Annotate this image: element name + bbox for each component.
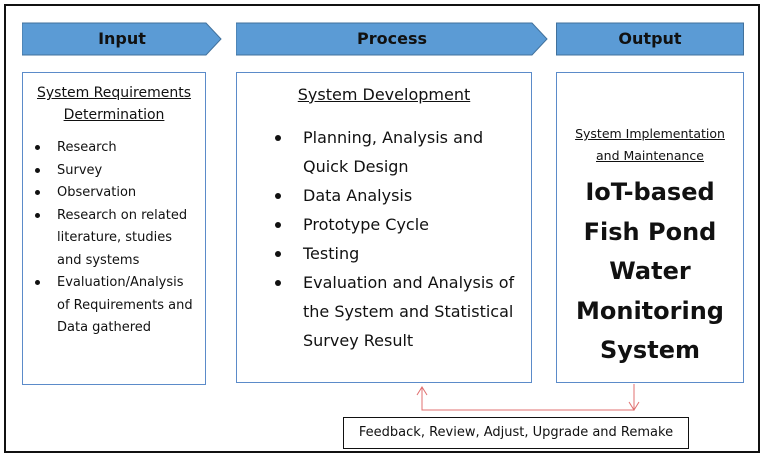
process-title: System Development — [297, 85, 471, 104]
output-subtitle-line2: and Maintenance — [596, 148, 704, 163]
bullet-icon — [275, 135, 281, 141]
process-label: Process — [357, 29, 427, 48]
bullet-icon — [35, 212, 40, 218]
bullet-icon — [35, 280, 40, 285]
input-title-line1: System Requirements — [37, 85, 191, 101]
process-box: System Development Planning, Analysis an… — [236, 72, 532, 383]
bullet-icon — [35, 190, 40, 195]
output-main-line: Water — [609, 257, 691, 285]
bullet-icon — [275, 193, 281, 199]
input-label: Input — [98, 29, 146, 48]
output-system-name: IoT-based Fish Pond Water Monitoring Sys… — [557, 173, 743, 371]
output-label: Output — [618, 29, 682, 48]
bullet-icon — [275, 280, 281, 286]
output-main-line: System — [600, 336, 700, 364]
input-title-line2: Determination — [63, 107, 165, 123]
process-arrow-shape — [236, 22, 548, 56]
input-list: Research Survey Observation Research on … — [23, 137, 205, 340]
input-arrow-shape — [22, 22, 222, 56]
process-item-testing: Testing — [237, 239, 531, 268]
output-main-line: IoT-based — [585, 178, 715, 206]
bullet-icon — [275, 251, 281, 257]
output-box: System Implementation and Maintenance Io… — [556, 72, 744, 383]
input-item-survey: Survey — [23, 160, 205, 183]
input-item-research: Research — [23, 137, 205, 160]
process-item-data-analysis: Data Analysis — [237, 181, 531, 210]
output-main-line: Fish Pond — [583, 217, 717, 246]
output-main-line: Monitoring — [576, 296, 724, 325]
feedback-label: Feedback, Review, Adjust, Upgrade and Re… — [358, 425, 674, 440]
output-arrow-shape — [556, 22, 744, 56]
process-arrow: Process — [236, 22, 548, 56]
input-arrow: Input — [22, 22, 222, 56]
feedback-box: Feedback, Review, Adjust, Upgrade and Re… — [343, 417, 689, 449]
bullet-icon — [35, 167, 40, 173]
output-arrow: Output — [556, 22, 744, 56]
process-item-prototype-cycle: Prototype Cycle — [237, 210, 531, 239]
bullet-icon — [275, 222, 281, 228]
input-box: System Requirements Determination Resear… — [22, 72, 206, 385]
input-item-observation: Observation — [23, 182, 205, 205]
output-subtitle-line1: System Implementation — [575, 126, 725, 141]
bullet-icon — [35, 145, 40, 150]
